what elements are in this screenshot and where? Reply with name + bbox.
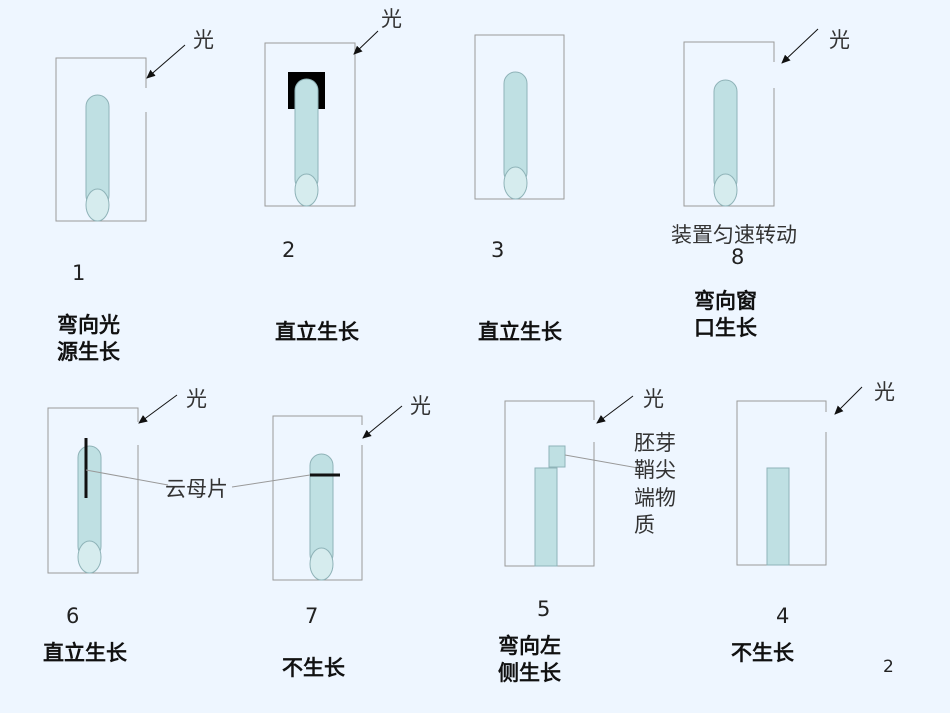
result-1: 弯向光 源生长 [57,313,120,365]
mica-leader-right [231,474,311,488]
light-label-2: 光 [381,7,402,31]
experiment-number-5: 5 [537,597,551,621]
light-label-8: 光 [829,28,850,52]
experiment-number-8: 8 [731,245,745,269]
agar-leader-5 [564,454,639,469]
result-5: 弯向左 侧生长 [498,634,561,686]
result-6: 直立生长 [43,641,127,665]
box-5 [504,400,595,567]
decapitated-coleoptile-4 [766,467,790,566]
seed-3 [503,166,528,200]
light-arrow-8 [781,28,819,64]
box-2 [264,42,356,207]
seed-1 [85,188,110,222]
result-3: 直立生长 [478,320,562,344]
mica-label: 云母片 [165,477,228,501]
experiment-1-apparatus [55,44,186,222]
light-label-4: 光 [874,380,895,404]
light-label-1: 光 [193,28,214,52]
result-4: 不生长 [731,641,794,665]
box-4 [736,400,827,566]
result-2: 直立生长 [275,320,359,344]
light-label-5: 光 [643,387,664,411]
light-label-7: 光 [410,394,431,418]
box-6 [47,407,139,574]
seed-8 [713,173,738,207]
agar-block-5 [548,445,566,468]
seed-7 [309,547,334,581]
experiment-3-apparatus [474,34,565,200]
experiment-6-apparatus [47,394,178,574]
result-8: 弯向窗 口生长 [694,289,757,341]
experiment-7-apparatus [272,405,403,581]
light-arrow-1 [146,44,186,79]
decapitated-coleoptile-5 [534,467,558,567]
box-7 [272,415,363,581]
light-arrow-2 [353,30,379,55]
light-label-6: 光 [186,387,207,411]
box-1 [55,57,147,222]
mica-leader-left [85,469,169,486]
experiment-number-2: 2 [282,238,296,262]
page-number: 2 [883,657,894,677]
box-3 [474,34,565,200]
experiment-number-3: 3 [491,238,505,262]
result-7: 不生长 [282,656,345,680]
experiment-2-apparatus [264,30,379,207]
opaque-cap-2 [288,72,325,109]
experiment-8-apparatus [683,28,819,207]
light-arrow-7 [362,405,403,439]
seed-2 [294,173,319,207]
light-arrow-4 [834,386,863,415]
experiment-number-7: 7 [305,604,319,628]
light-arrow-5 [596,395,634,424]
light-arrow-6 [138,394,178,424]
experiment-4-apparatus [736,386,863,566]
box-8 [683,41,775,207]
experiment-number-6: 6 [66,604,80,628]
rotation-note-8: 装置匀速转动 [671,223,797,247]
experiment-5-apparatus [504,395,639,567]
experiment-number-1: 1 [72,261,86,285]
seed-6 [77,540,102,574]
agar-note-5: 胚芽 鞘尖 端物 质 [634,431,676,537]
experiment-number-4: 4 [776,604,790,628]
